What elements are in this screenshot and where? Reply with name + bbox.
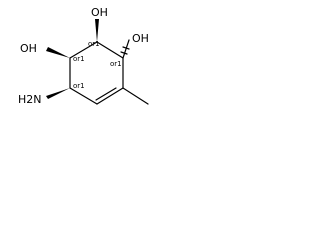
bond-c4-c3-double <box>95 87 117 101</box>
hash-c2-oh <box>120 39 130 59</box>
bond-c4-c5 <box>69 87 98 105</box>
atom-nh2: H2N <box>18 93 42 106</box>
wedge-c6-oh <box>46 47 70 58</box>
bond-c6-c1 <box>69 41 98 59</box>
stereo-label-c3: or1 <box>73 55 85 63</box>
stereo-label-c2: or1 <box>110 60 122 68</box>
structure-diagram: OH OH OH H2N or1 or1 or1 or1 <box>18 6 149 106</box>
stereo-label-c1: or1 <box>88 40 100 48</box>
wedge-c5-nh2 <box>46 88 70 99</box>
bond-c1-c2 <box>96 41 124 59</box>
stereo-label-c4: or1 <box>73 82 85 90</box>
bond-c3-c4 <box>96 87 124 105</box>
atom-oh-left: OH <box>20 42 37 55</box>
atom-oh-top: OH <box>91 6 108 19</box>
wedge-c1-oh <box>95 19 99 42</box>
bond-methyl <box>122 87 149 105</box>
atom-oh-right: OH <box>132 32 149 45</box>
